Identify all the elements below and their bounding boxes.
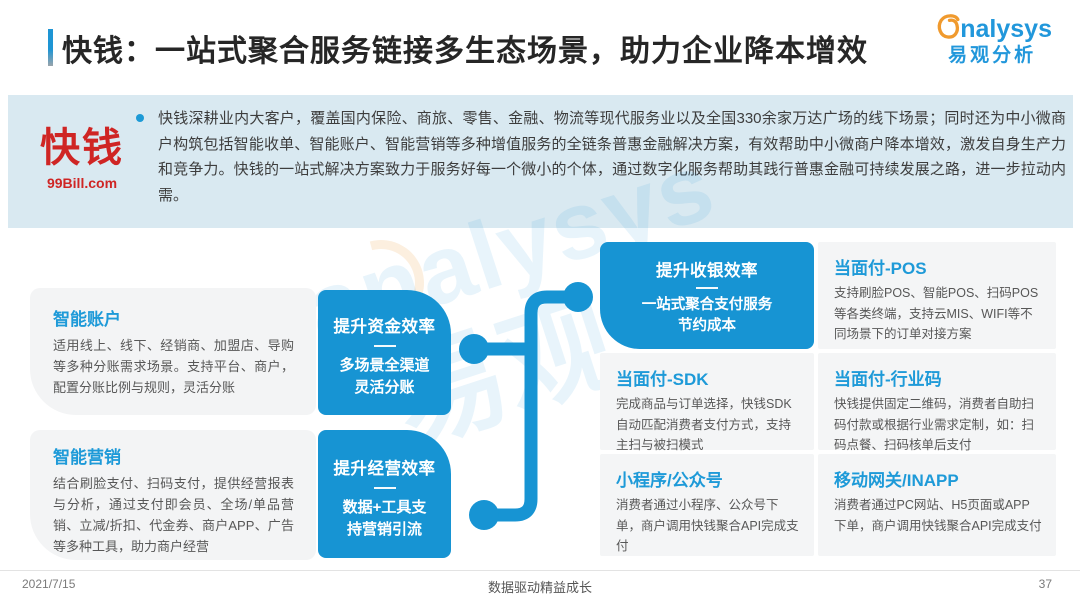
footer-date: 2021/7/15 (22, 577, 76, 591)
analysys-logo: nalysys 易观分析 (932, 12, 1052, 65)
vendor-logo-text: 快钱 (40, 125, 124, 170)
analysys-swirl-icon (937, 14, 960, 39)
card-title: 智能营销 (53, 448, 121, 467)
bullet-icon (136, 114, 144, 122)
summary-banner: 快钱 99Bill.com 快钱深耕业内大客户，覆盖国内保险、商旅、零售、金融、… (8, 95, 1073, 228)
card-industry-code: 当面付-行业码 快钱提供固定二维码，消费者自助扫码付款或根据行业需求定制，如：扫… (818, 353, 1056, 452)
card-title: 当面付-行业码 (834, 370, 942, 389)
vendor-logo-url: 99Bill.com (46, 175, 118, 191)
footer-page-number: 37 (1038, 577, 1052, 591)
card-title: 智能账户 (53, 310, 121, 329)
card-title: 提升收银效率 (656, 262, 758, 280)
card-face-pay-pos: 当面付-POS 支持刷脸POS、智能POS、扫码POS等各类终端，支持云MIS、… (818, 242, 1056, 349)
card-body: 消费者通过小程序、公众号下单，商户调用快钱聚合API完成支付 (616, 498, 799, 553)
card-cashier-efficiency: 提升收银效率 一站式聚合支付服务 节约成本 (600, 242, 814, 349)
card-title: 当面付-SDK (616, 370, 709, 389)
summary-text: 快钱深耕业内大客户，覆盖国内保险、商旅、零售、金融、物流等现代服务业以及全国33… (158, 110, 1066, 204)
brand-name-en: nalysys (960, 15, 1052, 43)
card-fund-efficiency: 提升资金效率 多场景全渠道 灵活分账 (318, 290, 451, 415)
brand-name-cn: 易观分析 (948, 45, 1037, 66)
card-face-pay-sdk: 当面付-SDK 完成商品与订单选择，快钱SDK自动匹配消费者支付方式，支持主扫与… (600, 353, 814, 452)
page-title: 快钱：一站式聚合服务链接多生态场景，助力企业降本增效 (62, 35, 868, 68)
card-smart-account: 智能账户 适用线上、线下、经销商、加盟店、导购等多种分账需求场景。支持平台、商户… (30, 288, 316, 415)
card-title: 当面付-POS (834, 259, 927, 278)
divider (373, 345, 396, 347)
card-title: 小程序/公众号 (616, 471, 723, 490)
card-body: 结合刷脸支付、扫码支付，提供经营报表与分析，通过支付即会员、全场/单品营销、立减… (53, 476, 294, 554)
card-body: 完成商品与订单选择，快钱SDK自动匹配消费者支付方式，支持主扫与被扫模式 (616, 397, 792, 452)
card-mobile-gateway: 移动网关/INAPP 消费者通过PC网站、H5页面或APP下单，商户调用快钱聚合… (818, 454, 1056, 556)
card-body: 快钱提供固定二维码，消费者自助扫码付款或根据行业需求定制，如：扫码点餐、扫码核单… (834, 397, 1035, 452)
divider (696, 287, 718, 289)
card-subtitle: 多场景全渠道 灵活分账 (339, 357, 430, 396)
card-body: 支持刷脸POS、智能POS、扫码POS等各类终端，支持云MIS、WIFI等不同场… (834, 286, 1039, 341)
divider (373, 487, 396, 489)
card-body: 适用线上、线下、经销商、加盟店、导购等多种分账需求场景。支持平台、商户，配置分账… (53, 338, 294, 395)
card-operation-efficiency: 提升经营效率 数据+工具支 持营销引流 (318, 430, 451, 558)
title-accent-bar (48, 29, 53, 66)
card-smart-marketing: 智能营销 结合刷脸支付、扫码支付，提供经营报表与分析，通过支付即会员、全场/单品… (30, 430, 316, 560)
card-body: 消费者通过PC网站、H5页面或APP下单，商户调用快钱聚合API完成支付 (834, 498, 1042, 533)
card-title: 提升经营效率 (333, 460, 436, 478)
card-title: 提升资金效率 (333, 318, 436, 336)
vendor-logo: 快钱 99Bill.com (26, 115, 138, 191)
card-title: 移动网关/INAPP (834, 471, 959, 490)
card-subtitle: 数据+工具支 持营销引流 (342, 499, 427, 538)
footer-slogan: 数据驱动精益成长 (487, 580, 592, 595)
footer-divider (0, 570, 1080, 571)
card-subtitle: 一站式聚合支付服务 节约成本 (641, 297, 773, 334)
card-mini-program: 小程序/公众号 消费者通过小程序、公众号下单，商户调用快钱聚合API完成支付 (600, 454, 814, 556)
